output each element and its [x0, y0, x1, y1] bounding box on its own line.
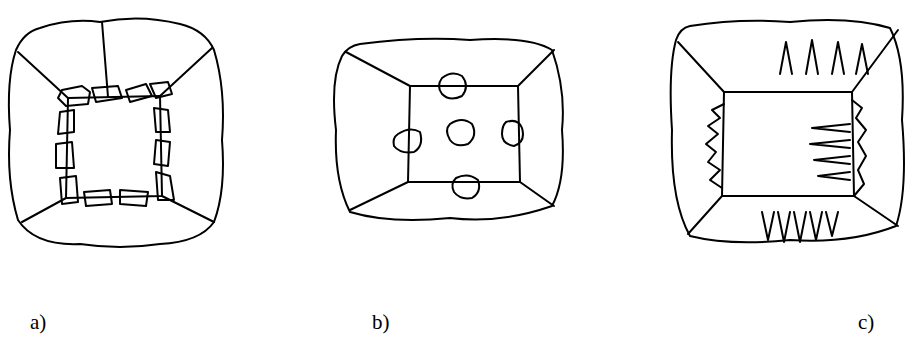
sketch-b — [334, 39, 563, 220]
panel-label: c) — [858, 312, 874, 333]
panel-label: a) — [30, 312, 46, 333]
sketch-c — [671, 20, 904, 242]
panel-label: b) — [372, 312, 390, 333]
sketch-a — [9, 18, 223, 247]
